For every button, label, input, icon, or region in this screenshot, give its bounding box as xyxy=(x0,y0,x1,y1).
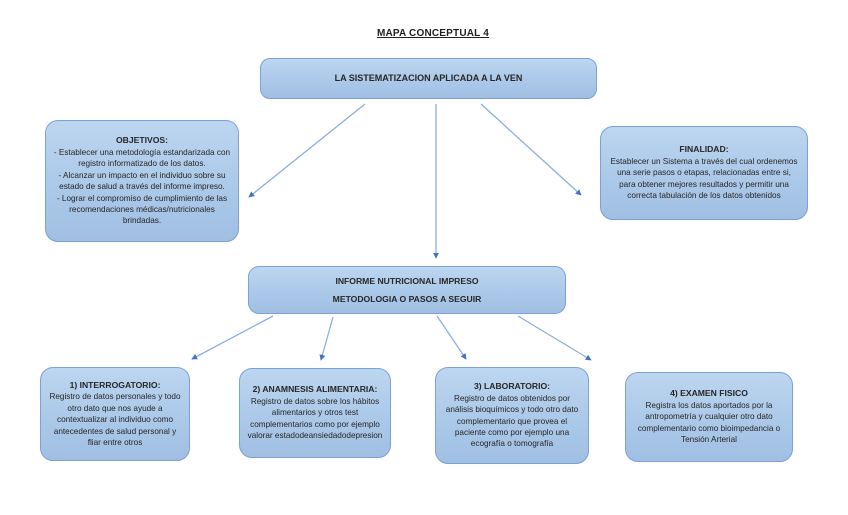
arrow-metodologia-to-step3 xyxy=(436,315,467,360)
node-finalidad: FINALIDAD: Establecer un Sistema a travé… xyxy=(600,126,808,220)
step2-body: Registro de datos sobre los hábitos alim… xyxy=(247,396,383,441)
step3-body: Registro de datos obtenidos por análisis… xyxy=(445,393,579,449)
step4-title: 4) EXAMEN FISICO xyxy=(670,388,748,399)
page-title: MAPA CONCEPTUAL 4 xyxy=(376,28,490,39)
node-step-anamnesis: 2) ANAMNESIS ALIMENTARIA: Registro de da… xyxy=(239,368,391,458)
node-root: LA SISTEMATIZACION APLICADA A LA VEN xyxy=(260,58,597,99)
objetivos-bullet-3: - Lograr el compromiso de cumplimiento d… xyxy=(56,193,228,226)
arrow-root-to-objetivos xyxy=(248,103,366,198)
node-metodologia-line1: INFORME NUTRICIONAL IMPRESO xyxy=(335,276,479,286)
arrow-metodologia-to-step4 xyxy=(517,315,592,361)
objetivos-bullet-1: - Establecer una metodología estandariza… xyxy=(53,147,231,169)
node-objetivos: OBJETIVOS: - Establecer una metodología … xyxy=(45,120,239,242)
objetivos-bullet-2: - Alcanzar un impacto en el individuo so… xyxy=(58,170,226,192)
node-finalidad-title: FINALIDAD: xyxy=(679,144,729,155)
node-metodologia-line2: METODOLOGIA O PASOS A SEGUIR xyxy=(332,294,482,304)
step1-title: 1) INTERROGATORIO: xyxy=(69,379,161,390)
step3-title: 3) LABORATORIO: xyxy=(473,381,551,392)
step4-body: Registra los datos aportados por la antr… xyxy=(637,400,781,445)
arrow-root-to-finalidad xyxy=(480,103,582,196)
step1-body: Registro de datos personales y todo otro… xyxy=(49,392,181,447)
node-root-title: LA SISTEMATIZACION APLICADA A LA VEN xyxy=(334,72,523,83)
node-step-examen-fisico: 4) EXAMEN FISICO Registra los datos apor… xyxy=(625,372,793,462)
node-finalidad-body: Establecer un Sistema a través del cual … xyxy=(610,156,798,201)
node-objetivos-title: OBJETIVOS: xyxy=(115,135,169,146)
node-step-laboratorio: 3) LABORATORIO: Registro de datos obteni… xyxy=(435,367,589,464)
node-metodologia: INFORME NUTRICIONAL IMPRESO METODOLOGIA … xyxy=(248,266,566,314)
step2-title: 2) ANAMNESIS ALIMENTARIA: xyxy=(252,384,378,395)
arrow-metodologia-to-step1 xyxy=(191,315,274,360)
arrow-metodologia-to-step2 xyxy=(319,316,334,361)
node-step-interrogatorio: 1) INTERROGATORIO: Registro de datos per… xyxy=(40,367,190,461)
